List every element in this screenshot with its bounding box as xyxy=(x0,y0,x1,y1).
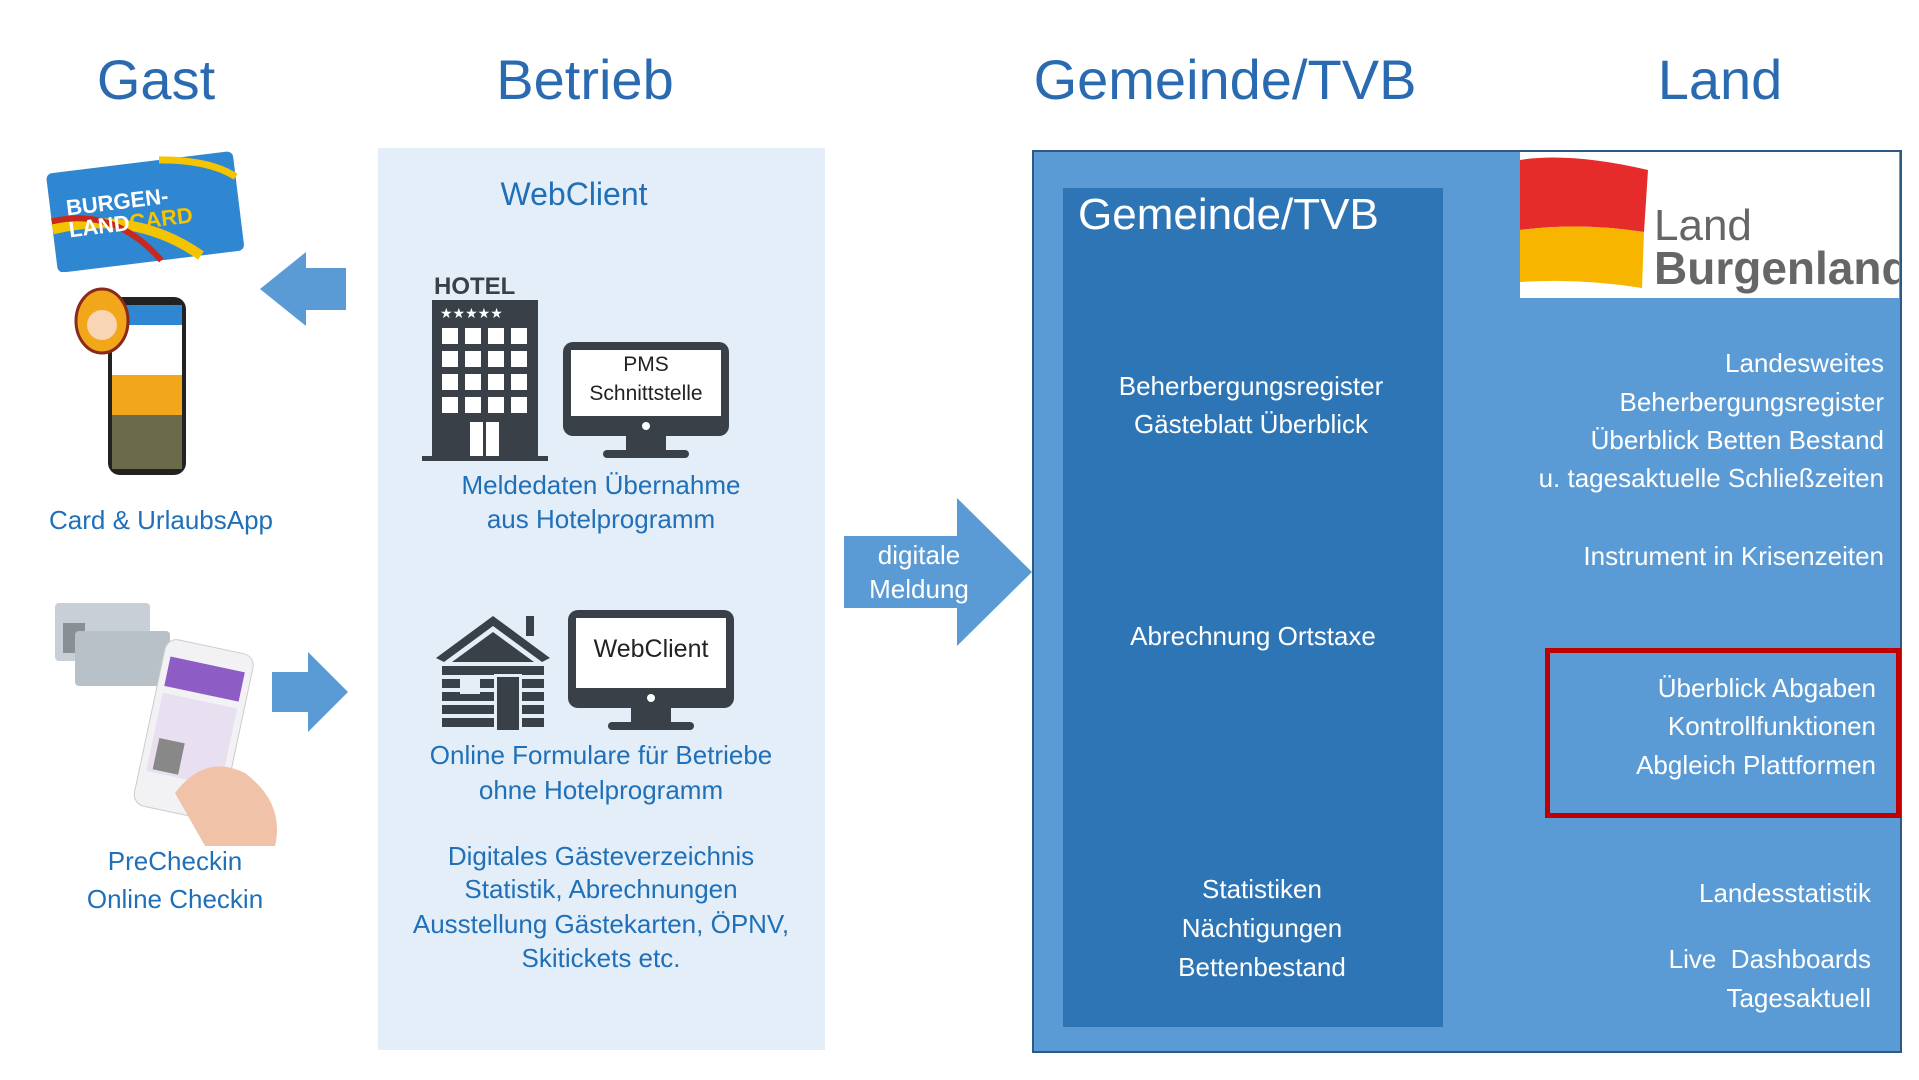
column-title-betrieb: Betrieb xyxy=(496,48,674,111)
gemeinde-register-line-1: Beherbergungsregister xyxy=(1118,371,1384,401)
land-register-line-1: Landesweites xyxy=(1725,348,1884,378)
formulare-line-2: ohne Hotelprogramm xyxy=(478,775,724,805)
precheckin-label: PreCheckin xyxy=(107,846,243,876)
arrow-right-icon xyxy=(272,652,348,732)
digitale-meldung-arrow-icon xyxy=(844,498,1032,646)
gemeinde-register-line-2: Gästeblatt Überblick xyxy=(1133,409,1369,439)
features-line-3: Ausstellung Gästekarten, ÖPNV, xyxy=(412,909,790,939)
hotel-icon: HOTEL ★★★★★ xyxy=(420,272,550,462)
gemeinde-stats-line-3: Bettenbestand xyxy=(1178,952,1346,982)
land-landesstatistik: Landesstatistik xyxy=(1699,878,1871,908)
land-register-line-4: u. tagesaktuelle Schließzeiten xyxy=(1538,463,1884,493)
column-title-gemeinde: Gemeinde/TVB xyxy=(1033,48,1417,111)
highlight-line-2: Kontrollfunktionen xyxy=(1667,711,1876,741)
arrow-label-line-1: digitale xyxy=(877,540,961,570)
online-checkin-label: Online Checkin xyxy=(86,884,264,914)
highlight-box xyxy=(1545,648,1901,818)
hotel-sign-text: HOTEL xyxy=(434,273,515,300)
webclient-monitor-label: WebClient xyxy=(593,635,709,663)
features-line-1: Digitales Gästeverzeichnis xyxy=(447,841,755,871)
meldedaten-line-2: aus Hotelprogramm xyxy=(486,504,716,534)
column-title-gast: Gast xyxy=(96,48,216,111)
webclient-title: WebClient xyxy=(500,176,648,212)
highlight-line-3: Abgleich Plattformen xyxy=(1636,750,1876,780)
land-burgenland-logo: Land Burgenland xyxy=(1520,152,1910,298)
cabin-icon xyxy=(434,614,552,732)
betrieb-panel xyxy=(378,148,825,1050)
card-urlaubsapp-label: Card & UrlaubsApp xyxy=(49,505,273,535)
arrow-label-line-2: Meldung xyxy=(869,574,969,604)
formulare-line-1: Online Formulare für Betriebe xyxy=(429,740,773,770)
burgenland-card-image: BURGEN- LANDCARD xyxy=(45,148,245,273)
gemeinde-ortstaxe: Abrechnung Ortstaxe xyxy=(1130,621,1376,651)
gemeinde-stats-line-1: Statistiken xyxy=(1202,874,1322,904)
logo-burgenland-text: Burgenland xyxy=(1654,242,1899,294)
land-dashboards-line-1: Live Dashboards xyxy=(1668,944,1871,974)
gemeinde-panel-title: Gemeinde/TVB xyxy=(1078,190,1379,239)
land-dashboards-line-2: Tagesaktuell xyxy=(1726,983,1871,1013)
column-title-land: Land xyxy=(1657,48,1783,111)
gemeinde-panel xyxy=(1063,188,1443,1027)
land-register-line-2: Beherbergungsregister xyxy=(1619,387,1885,417)
urlaubsapp-phone-image xyxy=(74,285,199,477)
features-line-2: Statistik, Abrechnungen xyxy=(464,874,738,904)
svg-text:★★★★★: ★★★★★ xyxy=(440,305,503,321)
land-register-line-3: Überblick Betten Bestand xyxy=(1590,425,1884,455)
meldedaten-line-1: Meldedaten Übernahme xyxy=(461,470,741,500)
features-line-4: Skitickets etc. xyxy=(521,943,681,973)
logo-land-text: Land xyxy=(1654,201,1752,250)
precheckin-phone-image xyxy=(55,603,285,846)
arrow-left-icon xyxy=(260,252,346,326)
pms-label: PMS xyxy=(623,353,669,376)
schnittstelle-label: Schnittstelle xyxy=(589,382,703,405)
land-krisen: Instrument in Krisenzeiten xyxy=(1583,541,1884,571)
highlight-line-1: Überblick Abgaben xyxy=(1657,673,1876,703)
pms-monitor-icon xyxy=(563,342,729,460)
webclient-monitor-icon xyxy=(568,610,734,732)
gemeinde-stats-line-2: Nächtigungen xyxy=(1181,913,1343,943)
